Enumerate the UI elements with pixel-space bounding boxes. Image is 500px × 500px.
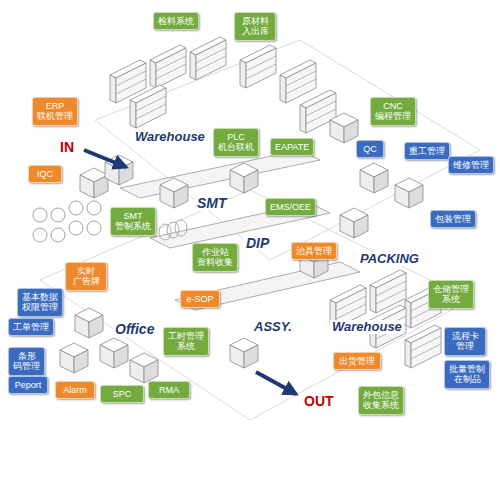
callout-text: CNC 编程管理 — [375, 101, 411, 122]
area-label: DIP — [244, 236, 271, 251]
flow-label: IN — [58, 140, 76, 155]
callout-box: 检料系统 — [153, 12, 199, 30]
callout-text: 批量管制 在制品 — [449, 364, 485, 385]
callout-text: 重工管理 — [409, 146, 445, 156]
callout-text: 工单管理 — [13, 322, 49, 332]
area-label: Warehouse — [330, 320, 404, 334]
callout-box: 实时 广告牌 — [65, 262, 107, 291]
callout-box: 仓储管理 系统 — [428, 280, 474, 309]
callout-text: EMS/OEE — [270, 202, 311, 212]
callout-text: Peport — [13, 380, 43, 390]
callout-box: SPC — [100, 385, 144, 403]
callout-box: 批量管制 在制品 — [444, 360, 490, 389]
callout-box: 基本数据 权限管理 — [17, 288, 63, 317]
callout-box: 维修管理 — [448, 156, 494, 174]
callout-box: 条形 码管理 — [8, 347, 45, 376]
callout-text: 治具管理 — [296, 246, 332, 256]
callout-text: PLC 机台联机 — [218, 132, 254, 153]
callout-box: IQC — [28, 165, 62, 183]
callout-text: 包装管理 — [435, 214, 471, 224]
callout-text: 实时 广告牌 — [70, 266, 102, 287]
callout-box: 作业站 资料收集 — [192, 243, 238, 272]
callout-text: 基本数据 权限管理 — [22, 292, 58, 313]
callout-box: e-SOP — [180, 290, 220, 308]
callout-text: 外包信息 收集系统 — [363, 390, 399, 411]
callout-box: 流程卡 管理 — [444, 327, 486, 356]
callout-box: 治具管理 — [291, 242, 337, 260]
callout-box: 出货管理 — [333, 352, 381, 370]
callout-text: 作业站 资料收集 — [197, 247, 233, 268]
callout-box: EMS/OEE — [265, 198, 316, 216]
callout-box: 原材料 入出库 — [234, 12, 276, 41]
callout-box: ERP 联机管理 — [32, 97, 78, 126]
callout-box: 重工管理 — [404, 142, 450, 160]
callout-text: e-SOP — [185, 294, 215, 304]
callout-text: 仓储管理 系统 — [433, 284, 469, 305]
area-label: SMT — [195, 196, 229, 211]
callout-box: RMA — [148, 381, 190, 399]
callout-box: CNC 编程管理 — [370, 97, 416, 126]
callout-box: Peport — [8, 376, 48, 394]
area-label: PACKING — [358, 252, 421, 266]
callout-text: 原材料 入出库 — [239, 16, 271, 37]
area-label: Warehouse — [133, 130, 207, 144]
area-label: Office — [113, 322, 156, 337]
callout-box: 工单管理 — [8, 318, 54, 336]
callout-text: Alarm — [60, 385, 90, 395]
callout-box: 工时管理 系统 — [163, 327, 209, 356]
callout-text: ERP 联机管理 — [37, 101, 73, 122]
callout-box: 外包信息 收集系统 — [358, 386, 404, 415]
callout-text: QC — [361, 144, 379, 154]
callout-text: 工时管理 系统 — [168, 331, 204, 352]
callout-text: 流程卡 管理 — [449, 331, 481, 352]
callout-text: IQC — [33, 169, 57, 179]
callout-box: QC — [356, 140, 384, 158]
callout-text: RMA — [153, 385, 185, 395]
callout-text: SPC — [105, 389, 139, 399]
callout-box: Alarm — [55, 381, 95, 399]
callout-text: 维修管理 — [453, 160, 489, 170]
callout-box: 包装管理 — [430, 210, 476, 228]
callout-text: 出货管理 — [338, 356, 376, 366]
flow-label: OUT — [302, 394, 336, 409]
callout-box: PLC 机台联机 — [213, 128, 259, 157]
area-label: ASSY. — [252, 320, 294, 334]
callout-box: EAPATE — [270, 138, 314, 156]
callout-text: EAPATE — [275, 142, 309, 152]
callout-text: 检料系统 — [158, 16, 194, 26]
callout-box: SMT 管制系统 — [110, 207, 156, 236]
callout-text: 条形 码管理 — [13, 351, 40, 372]
callout-text: SMT 管制系统 — [115, 211, 151, 232]
